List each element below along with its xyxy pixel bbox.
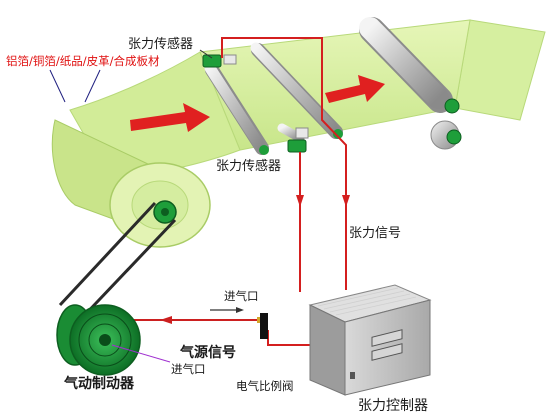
sensor-top-pointer — [199, 49, 213, 59]
materials-label: 铝箔/铜箔/纸品/皮革/合成板材 — [6, 54, 160, 68]
tension-sensor-bottom-label: 张力传感器 — [216, 159, 282, 174]
air-inlet-valve-label: 进气口 — [224, 289, 259, 303]
drive-belt — [58, 201, 177, 322]
signal-arrow-down-2 — [342, 195, 350, 207]
rewind-roller-bottom — [430, 120, 462, 150]
material-pointer-1 — [49, 69, 66, 103]
air-inlet-brake-label: 进气口 — [171, 362, 206, 376]
tension-controller-unit — [308, 284, 432, 396]
proportional-valve — [257, 313, 268, 339]
idler-roller-1 — [204, 62, 269, 155]
pneumatic-brake-label: 气动制动器 — [64, 376, 134, 392]
flow-arrow-left — [130, 103, 210, 132]
air-line-arrow — [160, 316, 172, 324]
material-pointer-2 — [84, 69, 101, 103]
pneumatic-brake — [56, 304, 141, 376]
tension-sensor-bottom — [287, 127, 309, 153]
signal-arrow-down-1 — [296, 195, 304, 207]
tension-sensor-top-label: 张力传感器 — [128, 37, 194, 52]
air-inlet-arrow — [236, 307, 244, 313]
rewind-roller-top — [359, 17, 460, 114]
air-source-signal-label: 气源信号 — [180, 345, 236, 361]
tension-sensor-top — [202, 54, 237, 68]
air-inlet-brake-pointer — [111, 344, 171, 363]
tension-signal-label: 张力信号 — [349, 226, 402, 241]
flow-arrow-right — [325, 75, 385, 103]
tension-controller-label: 张力控制器 — [358, 398, 428, 414]
proportional-valve-label: 电气比例阀 — [236, 379, 294, 393]
